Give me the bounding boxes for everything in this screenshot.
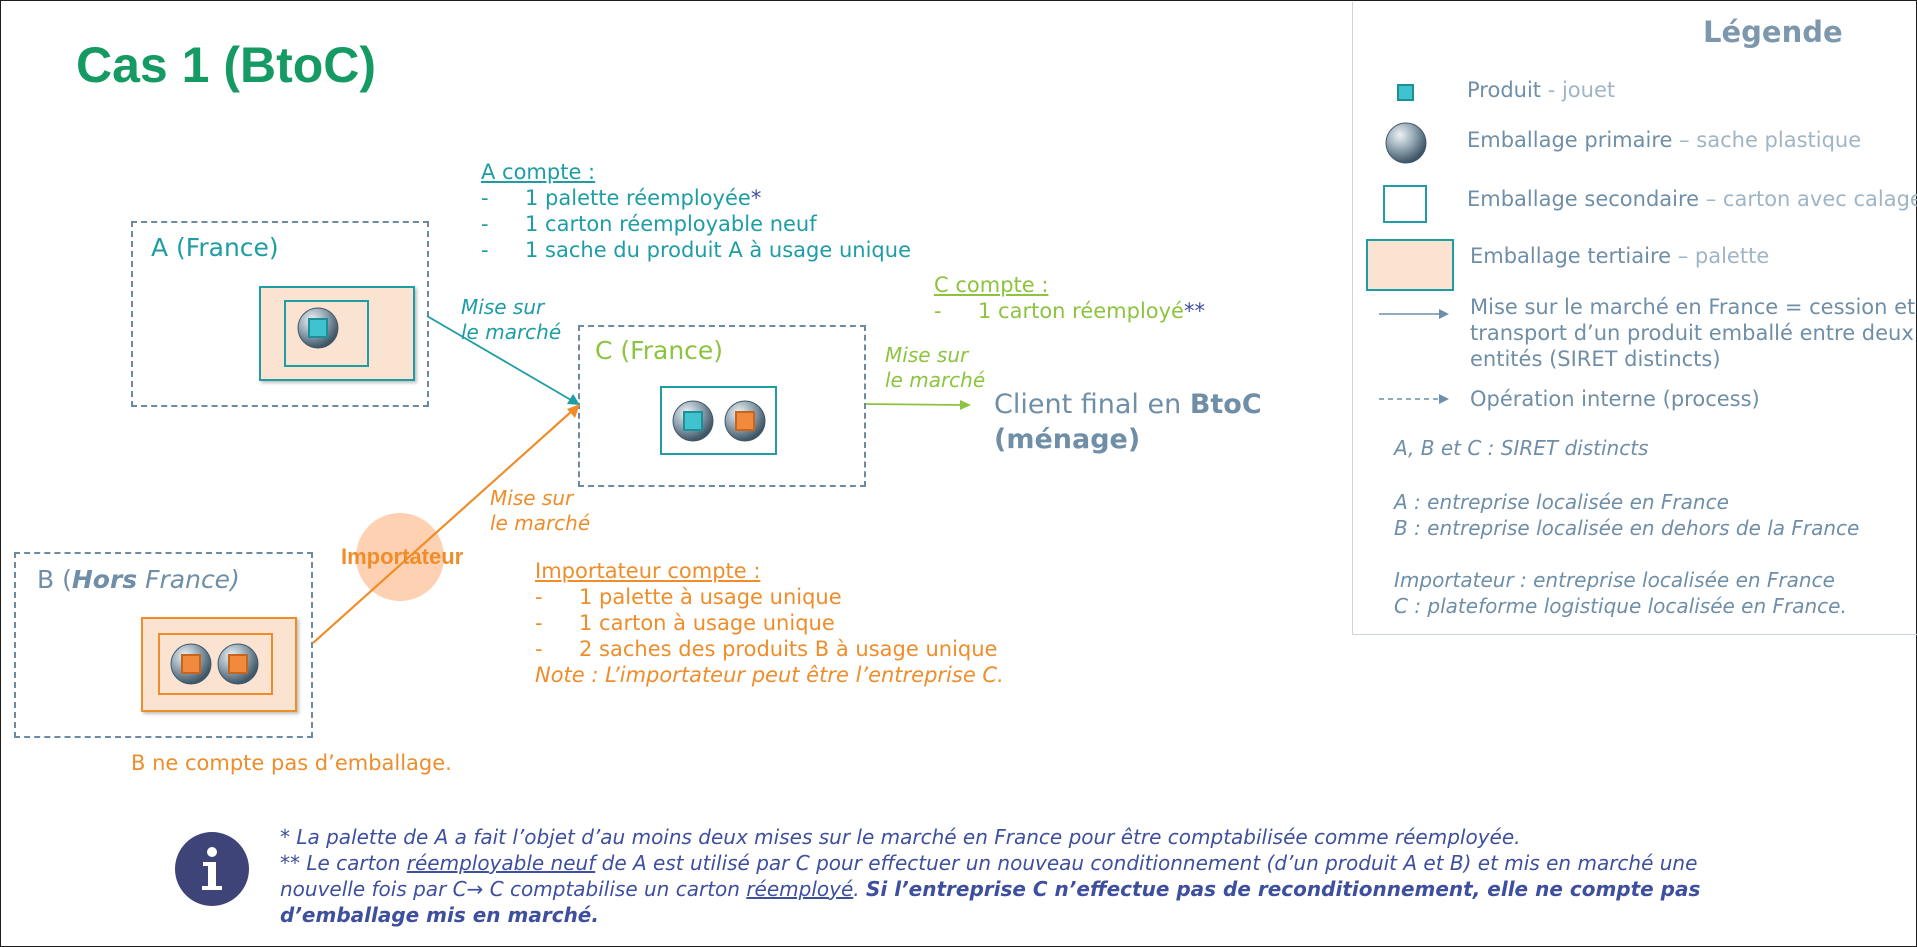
info-icon — [175, 832, 249, 906]
legend-panel — [1352, 2, 1917, 635]
page-title: Cas 1 (BtoC) — [76, 37, 377, 93]
legend-tertiary-label: Emballage tertiaire – palette — [1470, 244, 1770, 268]
entity-b-bags-icon — [170, 643, 259, 685]
legend-title: Légende — [1703, 15, 1843, 49]
legend-tertiary-icon — [1366, 239, 1454, 291]
legend-note-ab: A : entreprise localisée en France B : e… — [1394, 490, 1860, 540]
legend-market-label: Mise sur le marché en France = cession e… — [1470, 295, 1916, 371]
legend-note-ic: Importateur : entreprise localisée en Fr… — [1394, 568, 1847, 618]
importateur-label: Importateur — [341, 544, 464, 569]
legend-product-label: Produit - jouet — [1467, 78, 1616, 102]
entity-b-label: B (Hors France) — [37, 565, 240, 594]
importateur-circle — [356, 513, 444, 601]
entity-c-bags-icon — [672, 400, 766, 442]
client-final-label: Client final en BtoC (ménage) — [994, 389, 1262, 455]
legend-arrows — [1379, 309, 1449, 404]
entity-a-carton — [284, 300, 369, 367]
entity-c-carton — [660, 386, 777, 455]
legend-secondary-label: Emballage secondaire – carton avec calag… — [1467, 187, 1917, 211]
legend-primary-icon — [1385, 122, 1427, 164]
c-count-block: C compte : -1 carton réemployé** — [934, 273, 1205, 323]
legend-internal-label: Opération interne (process) — [1470, 387, 1760, 411]
entity-b-carton — [158, 633, 273, 695]
entity-a-box — [131, 221, 429, 407]
importateur-count-block: Importateur compte : -1 palette à usage … — [535, 559, 1004, 687]
legend-product-icon — [1397, 84, 1414, 101]
legend-note-siret: A, B et C : SIRET distincts — [1394, 436, 1649, 460]
legend-secondary-icon — [1383, 185, 1427, 223]
entity-b-box — [14, 552, 313, 738]
entity-a-bag-icon — [297, 307, 339, 349]
entity-b-note: B ne compte pas d’emballage. — [131, 751, 452, 775]
entity-a-label: A (France) — [151, 233, 279, 262]
legend-primary-label: Emballage primaire – sache plastique — [1467, 128, 1862, 152]
entity-c-label: C (France) — [595, 336, 724, 365]
a-count-block: A compte : -1 palette réemployée* -1 car… — [481, 160, 911, 262]
footnote: * La palette de A a fait l’objet d’au mo… — [280, 825, 1701, 927]
